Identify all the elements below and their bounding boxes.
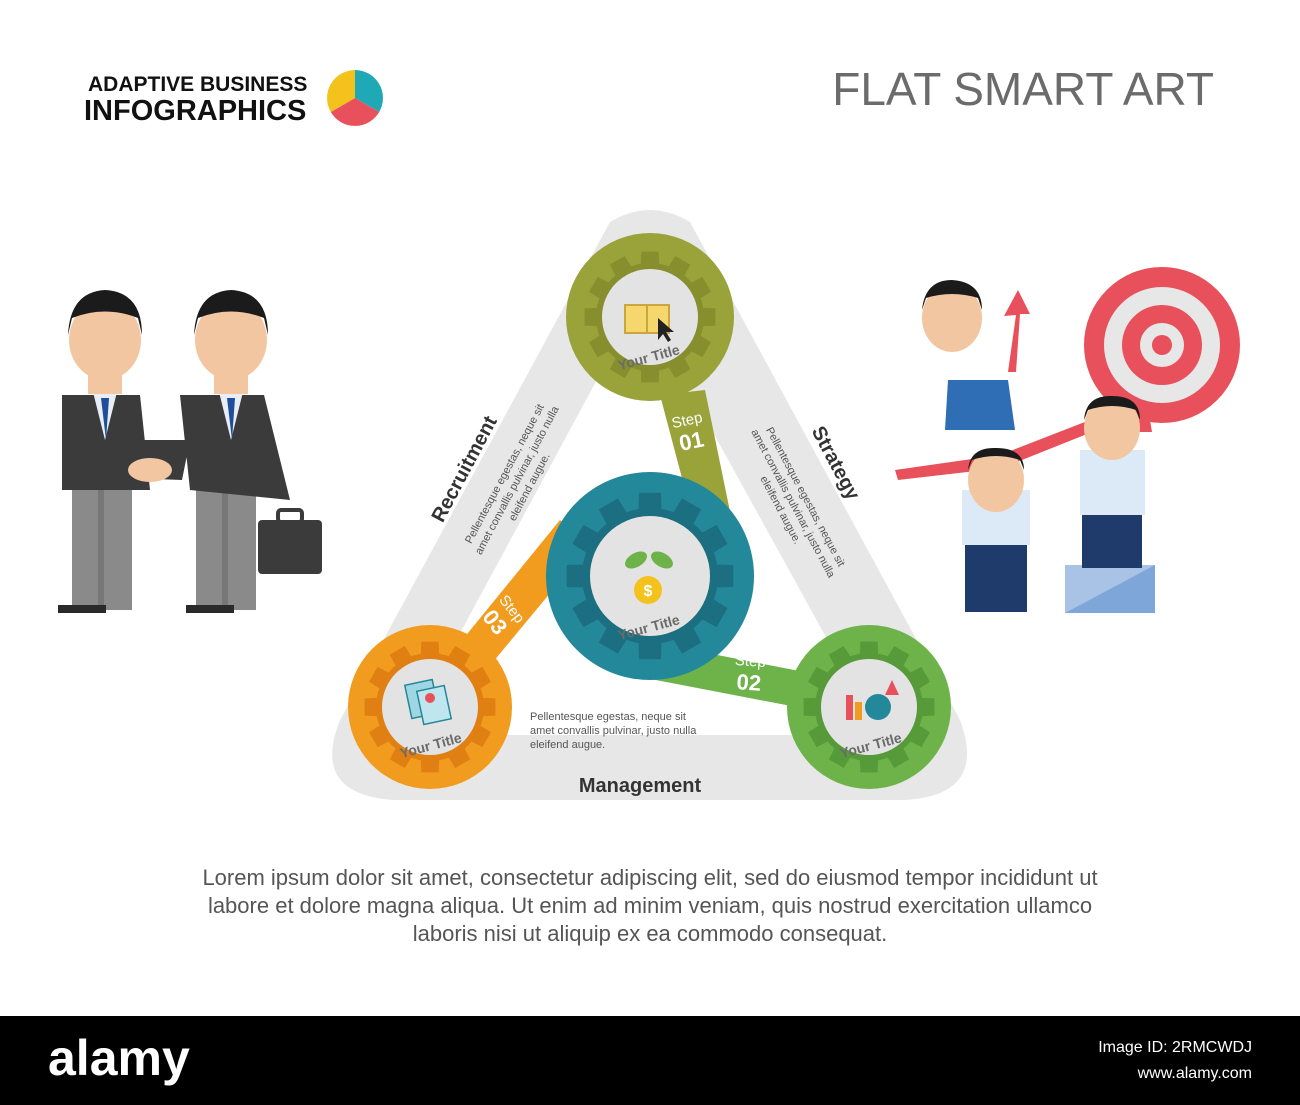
gear-tooth — [566, 564, 583, 588]
body-text-line-3: laboris nisi ut aliquip ex ea commodo co… — [413, 921, 888, 946]
gear-tooth — [673, 628, 702, 654]
pie-logo-icon — [327, 70, 383, 126]
gear-tooth — [702, 599, 728, 628]
management-label: Management — [579, 775, 702, 797]
management-description: Pellentesque egestas, neque sit amet con… — [530, 711, 697, 751]
gear-tooth — [702, 524, 728, 553]
gear-tooth — [859, 760, 879, 773]
gear-tooth — [668, 358, 691, 378]
gear-tooth — [910, 666, 930, 689]
gear-tooth — [668, 256, 691, 276]
gear-tooth — [638, 492, 662, 509]
gear-tooth — [828, 646, 851, 666]
stock-footer — [0, 1016, 1300, 1105]
gear-tooth — [703, 307, 716, 327]
svg-text:Step: Step — [670, 409, 704, 432]
body-text-line-1: Lorem ipsum dolor sit amet, consectetur … — [202, 865, 1097, 890]
step-03-gear: Your Title — [348, 625, 512, 789]
svg-text:eleifend augue.: eleifend augue. — [530, 739, 605, 751]
handshake-illustration — [58, 290, 322, 613]
money-plant-icon: $ — [625, 551, 673, 604]
gear-tooth — [828, 748, 851, 768]
target-icon — [1084, 267, 1240, 423]
gear-tooth — [584, 307, 597, 327]
step-01-gear: Your Title — [566, 233, 734, 401]
step-02-gear: Your Title — [787, 625, 951, 789]
step-02-label: Step 02 — [734, 652, 766, 696]
gear-tooth — [922, 697, 935, 717]
gear-tooth — [808, 666, 828, 689]
gear-tooth — [638, 643, 662, 660]
gear-tooth — [471, 725, 491, 748]
gear-tooth — [483, 697, 496, 717]
gear-tooth — [598, 498, 627, 524]
svg-text:Pellentesque egestas, neque si: Pellentesque egestas, neque sit — [530, 711, 686, 723]
gear-tooth — [609, 358, 632, 378]
gear-tooth — [803, 697, 816, 717]
gear-tooth — [859, 641, 879, 654]
gear-tooth — [589, 335, 609, 358]
id-cards-icon — [403, 678, 453, 726]
gear-tooth — [640, 370, 660, 383]
gear-tooth — [448, 646, 471, 666]
center-gear: $ Your Title — [546, 472, 754, 680]
gear-tooth — [369, 725, 389, 748]
gear-tooth — [572, 524, 598, 553]
footer-brand: alamy — [48, 1030, 190, 1086]
footer-image-id: Image ID: 2RMCWDJ — [1098, 1039, 1252, 1056]
gear-tooth — [448, 748, 471, 768]
gear-tooth — [364, 697, 377, 717]
svg-text:amet convallis pulvinar, justo: amet convallis pulvinar, justo nulla — [530, 725, 697, 737]
gear-tooth — [640, 251, 660, 264]
svg-text:02: 02 — [736, 669, 762, 696]
body-text-line-2: labore et dolore magna aliqua. Ut enim a… — [208, 893, 1092, 918]
svg-text:Step: Step — [734, 652, 766, 671]
gear-tooth — [808, 725, 828, 748]
gear-tooth — [389, 748, 412, 768]
gear-tooth — [691, 335, 711, 358]
gear-tooth — [910, 725, 930, 748]
gear-tooth — [389, 646, 412, 666]
gear-tooth — [887, 646, 910, 666]
svg-text:01: 01 — [677, 426, 706, 456]
brand-line-2: INFOGRAPHICS — [84, 95, 306, 127]
gear-tooth — [471, 666, 491, 689]
page-title: FLAT SMART ART — [832, 63, 1214, 115]
brand-line-1: ADAPTIVE BUSINESS — [88, 73, 307, 96]
gear-tooth — [598, 628, 627, 654]
step-01-label: Step 01 — [670, 409, 706, 456]
gear-tooth — [369, 666, 389, 689]
svg-text:$: $ — [644, 583, 653, 600]
gear-tooth — [609, 256, 632, 276]
gear-tooth — [572, 599, 598, 628]
gear-tooth — [420, 641, 440, 654]
gear-tooth — [420, 760, 440, 773]
gear-tooth — [589, 276, 609, 299]
gear-tooth — [717, 564, 734, 588]
bar-chart-globe-icon — [846, 680, 899, 720]
gear-tooth — [673, 498, 702, 524]
team-target-illustration — [895, 267, 1240, 613]
footer-site: www.alamy.com — [1137, 1065, 1252, 1082]
gear-tooth — [691, 276, 711, 299]
gear-tooth — [887, 748, 910, 768]
